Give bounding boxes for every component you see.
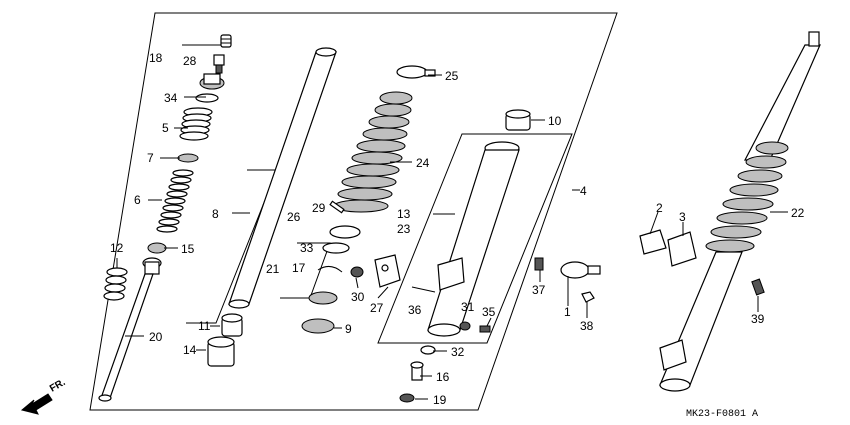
fork-assembly-22 bbox=[659, 31, 821, 392]
callout-6: 6 bbox=[134, 193, 141, 207]
callout-21: 21 bbox=[266, 262, 280, 276]
callout-9: 9 bbox=[345, 322, 352, 336]
spring-12 bbox=[103, 267, 128, 301]
callout-24: 24 bbox=[416, 156, 430, 170]
front-arrow-icon bbox=[20, 393, 53, 415]
seal-21 bbox=[308, 291, 338, 305]
callout-labels: 18 28 34 5 7 6 12 15 20 8 11 14 29 26 33… bbox=[110, 51, 805, 407]
callout-3: 3 bbox=[679, 210, 686, 224]
callout-13: 13 bbox=[397, 207, 411, 221]
callout-38: 38 bbox=[580, 319, 594, 333]
callout-23: 23 bbox=[397, 222, 411, 236]
leader-lines bbox=[116, 74, 788, 400]
callout-30: 30 bbox=[351, 290, 365, 304]
callout-37: 37 bbox=[532, 283, 546, 297]
nut-30 bbox=[350, 266, 364, 278]
fork-slider-13 bbox=[427, 141, 520, 337]
fork-cap bbox=[199, 73, 225, 90]
dust-seal-33 bbox=[322, 242, 350, 254]
callout-31: 31 bbox=[461, 300, 475, 314]
slider-group-frame bbox=[377, 133, 573, 344]
callout-16: 16 bbox=[436, 370, 450, 384]
spring-5 bbox=[179, 107, 213, 141]
dust-seal-10 bbox=[505, 109, 531, 131]
front-direction-indicator: FR. bbox=[20, 377, 68, 415]
callout-19: 19 bbox=[433, 393, 447, 407]
oil-seal-26 bbox=[329, 225, 361, 239]
callout-12: 12 bbox=[110, 241, 124, 255]
washer-32 bbox=[420, 345, 436, 355]
callout-11: 11 bbox=[198, 319, 211, 333]
bracket-3 bbox=[667, 231, 697, 267]
callout-15: 15 bbox=[181, 242, 195, 256]
callout-2: 2 bbox=[656, 201, 663, 215]
diagram-code: MK23-F0801 A bbox=[686, 409, 758, 420]
bolt-37 bbox=[534, 257, 544, 271]
fork-pipe-8 bbox=[228, 47, 337, 309]
callout-26: 26 bbox=[287, 210, 301, 224]
boot-clamp-25 bbox=[396, 65, 436, 79]
drain-bolt-16 bbox=[410, 361, 424, 381]
circlip-17 bbox=[317, 266, 343, 273]
callout-7: 7 bbox=[147, 151, 154, 165]
callout-5: 5 bbox=[162, 121, 169, 135]
screw-29 bbox=[329, 200, 345, 214]
bracket-8-11 bbox=[186, 169, 278, 324]
nut-38 bbox=[581, 291, 595, 303]
spring-6 bbox=[156, 169, 194, 233]
callout-29: 29 bbox=[312, 201, 326, 215]
washer-31 bbox=[459, 321, 471, 331]
callout-14: 14 bbox=[183, 343, 197, 357]
bracket-2 bbox=[639, 229, 667, 255]
bolt-36 bbox=[411, 286, 436, 293]
callout-4: 4 bbox=[580, 184, 587, 198]
callout-36: 36 bbox=[408, 303, 422, 317]
bolt-39 bbox=[751, 278, 765, 296]
washer-19 bbox=[399, 393, 415, 403]
ring-15 bbox=[147, 242, 167, 254]
o-ring-34 bbox=[195, 93, 219, 103]
bracket-21 bbox=[280, 242, 331, 299]
callout-35: 35 bbox=[482, 305, 496, 319]
callout-27: 27 bbox=[370, 301, 384, 315]
callout-10: 10 bbox=[548, 114, 562, 128]
fork-boot-24 bbox=[333, 91, 413, 213]
callout-20: 20 bbox=[149, 330, 163, 344]
callout-34: 34 bbox=[164, 91, 178, 105]
callout-33: 33 bbox=[300, 241, 314, 255]
fork-cap-valve bbox=[213, 54, 225, 74]
callout-18: 18 bbox=[149, 51, 163, 65]
callout-39: 39 bbox=[751, 312, 765, 326]
spacer-7 bbox=[177, 153, 199, 163]
callout-28: 28 bbox=[183, 54, 197, 68]
front-label: FR. bbox=[48, 377, 68, 395]
axle-clamp-1 bbox=[560, 261, 601, 279]
callout-8: 8 bbox=[212, 207, 219, 221]
callout-17: 17 bbox=[292, 261, 306, 275]
callout-25: 25 bbox=[445, 69, 459, 83]
callout-1: 1 bbox=[564, 305, 571, 319]
callout-32: 32 bbox=[451, 345, 465, 359]
callout-22: 22 bbox=[791, 206, 805, 220]
fork-cap-bolt bbox=[220, 34, 232, 48]
seal-9 bbox=[301, 318, 335, 334]
bushing-11 bbox=[221, 313, 243, 337]
bolt-35 bbox=[479, 325, 491, 333]
bushing-14 bbox=[207, 336, 235, 367]
axle-holder-27 bbox=[374, 254, 401, 288]
